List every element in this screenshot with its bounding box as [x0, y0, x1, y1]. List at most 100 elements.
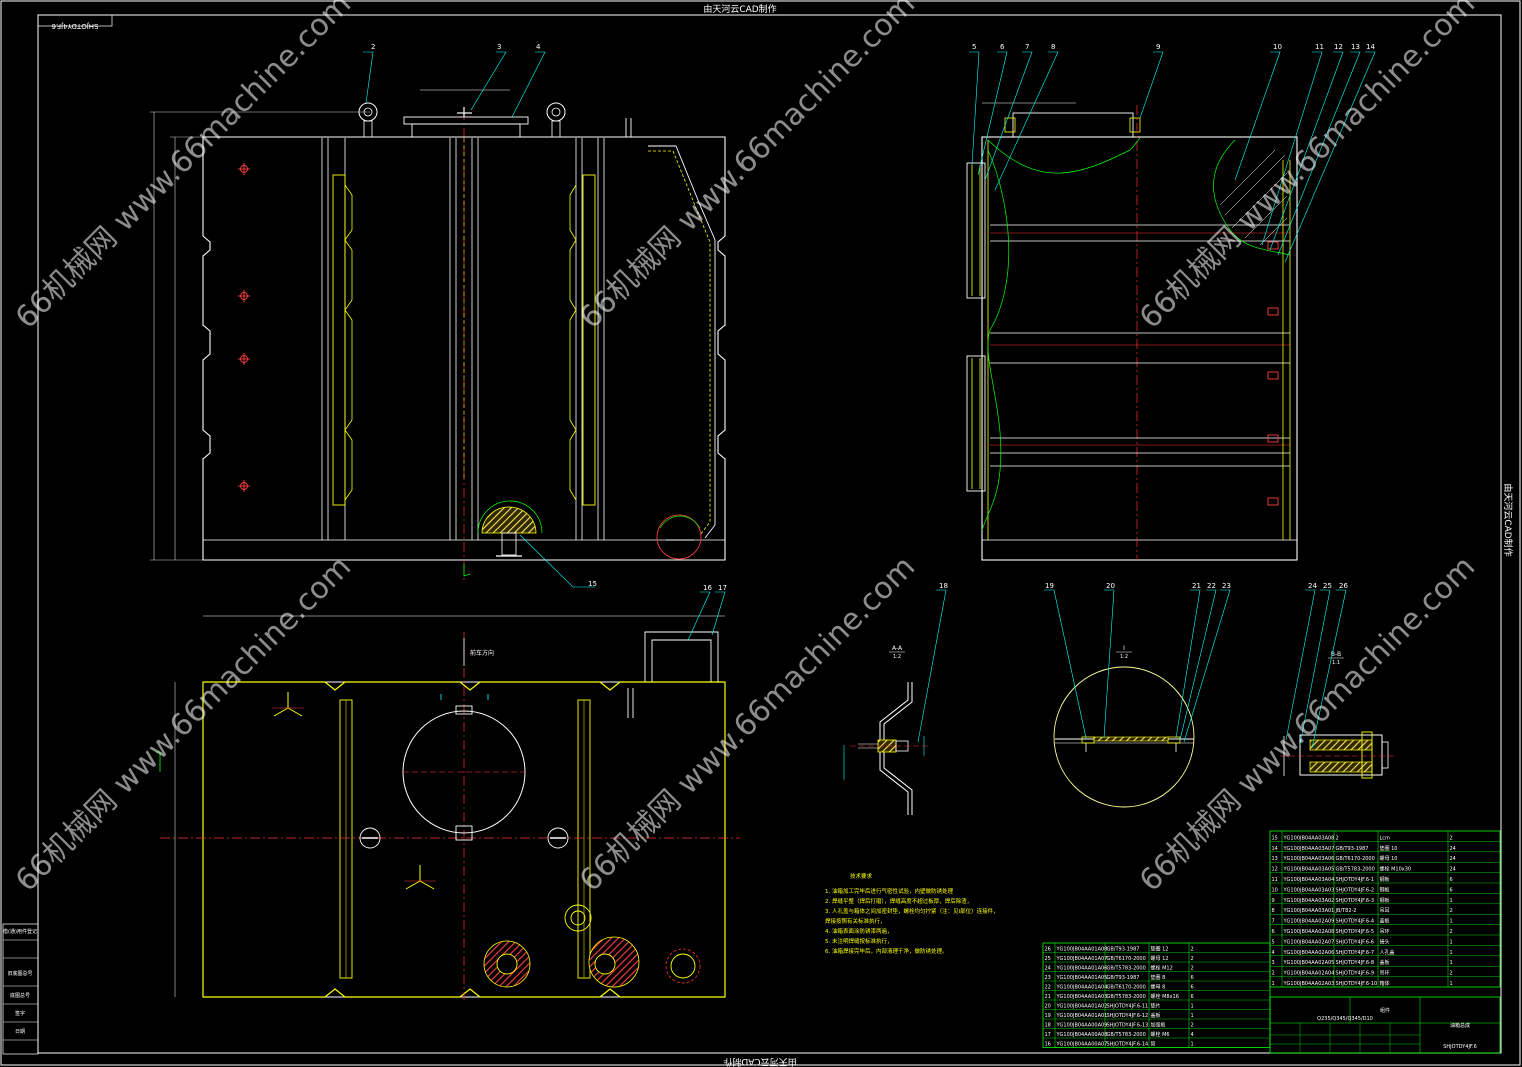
bom-left-cell: 垫圈 8 — [1151, 974, 1166, 981]
bom-right-cell: 螺栓 M10x30 — [1380, 866, 1412, 873]
bom-right-cell: SHJOTDY4JF.6-3 — [1336, 898, 1375, 904]
bom-left-cell: YG100JB04AA01A06 — [1056, 966, 1108, 972]
svg-text:2. 焊缝平整（焊后打磨），焊缝高度不超过板厚，焊后除渣，: 2. 焊缝平整（焊后打磨），焊缝高度不超过板厚，焊后除渣， — [825, 897, 972, 905]
bom-left-cell: 22 — [1045, 985, 1051, 991]
part-number-21: 21 — [1192, 582, 1201, 590]
bom-left-cell: GB/T93-1987 — [1107, 947, 1140, 953]
bom-left-cell: 垫圈 12 — [1151, 946, 1169, 953]
mirrored-code-box — [37, 14, 113, 27]
svg-text:1:1: 1:1 — [1332, 660, 1340, 666]
part-number-3: 3 — [497, 43, 501, 51]
bom-right-cell: YG100JB04AA03A02 — [1283, 898, 1335, 904]
inner-frame — [37, 14, 1502, 1054]
header-title: 由天河云CAD制作 — [703, 3, 776, 15]
left-margin-table: 借(通)用件登记 旧底图总号 底图总号 签字 日期 — [2, 923, 39, 1055]
bom-left-cell: SHJOTDY4JF.6-14 — [1107, 1042, 1149, 1048]
bom-left-cell: 1 — [1191, 1004, 1194, 1010]
bom-left-cell: YG100JB04AA01A07 — [1056, 956, 1108, 962]
part-number-4: 4 — [536, 43, 541, 51]
svg-text:1. 油箱加工完毕后进行气密性试验，内壁做防锈处理: 1. 油箱加工完毕后进行气密性试验，内壁做防锈处理 — [825, 887, 953, 895]
bom-right-cell: SHJOTDY4JF.6-6 — [1336, 939, 1375, 945]
mirrored-drawing-code: SHJOTDY4JF.6 — [51, 22, 98, 30]
bom-right-cell: JB/T82-2 — [1335, 908, 1357, 914]
part-number-19: 19 — [1045, 582, 1054, 590]
part-number-20: 20 — [1106, 582, 1115, 590]
footer-title: 由天河云CAD制作 — [723, 1056, 796, 1067]
bom-right-cell: YG100JB04AA03A06 — [1283, 856, 1335, 862]
bom-right-cell: 1 — [1450, 939, 1453, 945]
part-number-15: 15 — [588, 580, 597, 588]
bom-left-cell: GB/T5783-2000 — [1107, 966, 1146, 972]
bom-left-cell: SHJOTDY4JF.6-12 — [1107, 1013, 1149, 1019]
part-number-16: 16 — [703, 584, 712, 592]
bom-left-cell: SHJOTDY4JF.6-11 — [1107, 1004, 1149, 1010]
side-view: 5 6 7 8 9 10 11 12 13 14 — [966, 43, 1376, 561]
bom-right-cell: SHJOTDY4JF.6-10 — [1336, 981, 1378, 987]
svg-text:66机械网 www.66machine.com: 66机械网 www.66machine.com — [573, 0, 922, 336]
bom-left-cell: YG100JB04AA01A01 — [1056, 1013, 1108, 1019]
bom-right-cell: 7 — [1272, 919, 1275, 925]
part-number-9: 9 — [1156, 43, 1160, 51]
svg-text:1:2: 1:2 — [893, 654, 901, 660]
bom-right-cell: 接头 — [1380, 938, 1390, 945]
bom-left-cell: YG100JB04AA01A02 — [1056, 1004, 1108, 1010]
bom-right-cell: YG100JB04AA02A06 — [1283, 950, 1335, 956]
bom-left-cell: YG100JB04AA01A05 — [1056, 975, 1108, 981]
technical-requirements: 技术要求 1. 油箱加工完毕后进行气密性试验，内壁做防锈处理 2. 焊缝平整（焊… — [825, 872, 999, 955]
side-label: 由天河云CAD制作 — [1502, 483, 1514, 556]
bom-right-cell: 箱体 — [1380, 980, 1390, 987]
bom-left-cell: YG100JB04AA01A08 — [1056, 947, 1108, 953]
part-number-18: 18 — [939, 582, 948, 590]
bom-right-cell: 6 — [1450, 877, 1453, 883]
bom-left-cell: 25 — [1045, 956, 1051, 962]
part-number-2: 2 — [371, 43, 375, 51]
bom-right-cell: 14 — [1272, 846, 1278, 852]
bom-right-cell: 24 — [1450, 867, 1456, 873]
material-code: Q235/Q345/Q345/D10 — [1317, 1016, 1373, 1022]
part-number-7: 7 — [1025, 43, 1029, 51]
bom-left-cell: 螺母 8 — [1151, 984, 1166, 991]
part-number-6: 6 — [1000, 43, 1005, 51]
title-block: 组件 Q235/Q345/Q345/D10 油箱总成 SHJOTDY4JF.6 — [1269, 996, 1501, 1054]
bom-right-cell: YG100JB04AA03A08 — [1283, 835, 1335, 841]
bom-right-cell: 2 — [1450, 929, 1453, 935]
bom-right-cell: Lcm — [1380, 835, 1391, 841]
bom-left-cell: YG100JB04AA01A04 — [1056, 985, 1108, 991]
bom-left-cell: 23 — [1045, 975, 1051, 981]
front-view: 2 3 4 15 — [150, 43, 726, 588]
section-a-a: A-A 1:2 18 — [843, 582, 948, 815]
bom-right-cell: 9 — [1272, 898, 1275, 904]
bom-right-cell: 吊环 — [1380, 929, 1390, 935]
part-number-25: 25 — [1323, 582, 1332, 590]
bom-left-cell: 管 — [1151, 1041, 1156, 1048]
bom-left-cell: GB/T5783-2000 — [1107, 1032, 1146, 1038]
bom-left-cell: 20 — [1045, 1004, 1051, 1010]
bom-left-cell: 6 — [1191, 985, 1194, 991]
bom-right-cell: 24 — [1450, 846, 1456, 852]
bom-left-cell: 盖板 — [1151, 1012, 1161, 1019]
bom-left-cell: GB/T6170-2000 — [1107, 985, 1146, 991]
bom-right-cell: SHJOTDY4JF.6-1 — [1336, 877, 1375, 883]
svg-text:底图总号: 底图总号 — [10, 992, 30, 999]
part-number-14: 14 — [1366, 43, 1375, 51]
bom-left-cell: 螺栓 M12 — [1151, 965, 1173, 972]
svg-text:日期: 日期 — [15, 1029, 25, 1035]
bom-left-cell: 26 — [1045, 947, 1051, 953]
bom-right-cell: 1 — [1450, 960, 1453, 966]
bom-left-cell: 4 — [1191, 1032, 1194, 1038]
bom-right-cell: 6 — [1272, 929, 1275, 935]
bom-right-cell: 4 — [1272, 950, 1275, 956]
bom-left-cell: 螺栓 M6 — [1151, 1031, 1170, 1038]
bom-left-cell: 1 — [1191, 1013, 1194, 1019]
bom-left-cell: 16 — [1045, 1042, 1051, 1048]
bom-right-cell: 1 — [1450, 981, 1453, 987]
bom-right-cell: YG100JB04AA03A05 — [1283, 867, 1335, 873]
detail-i: I 1:2 19 20 21 22 23 — [1044, 582, 1231, 808]
bom-right-cell: 垫圈 10 — [1380, 845, 1398, 852]
section-bb-label: B-B — [1331, 651, 1341, 658]
bom-right-cell: 15 — [1272, 835, 1278, 841]
bom-right-cell: YG100JB04AA02A05 — [1283, 960, 1335, 966]
bom-left-cell: GB/T93-1987 — [1107, 975, 1140, 981]
bom-right-cell: 1 — [1450, 898, 1453, 904]
bom-right-cell: 11 — [1272, 877, 1278, 883]
